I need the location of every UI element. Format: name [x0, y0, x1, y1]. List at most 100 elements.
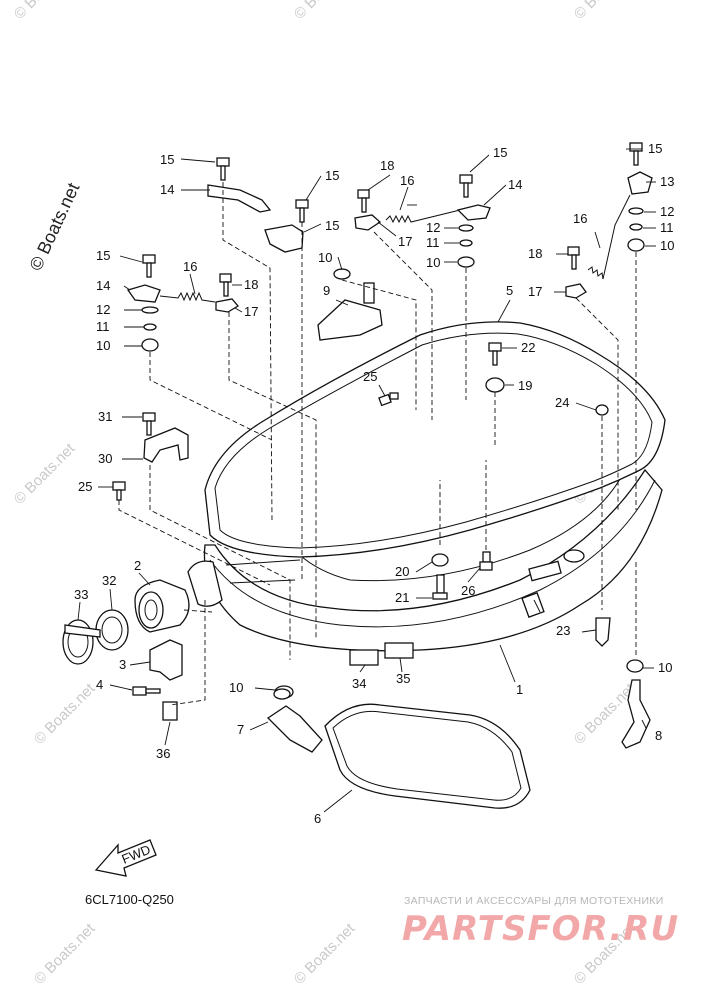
callout-35: 35 [396, 671, 410, 686]
callout-12-top: 12 [426, 220, 440, 235]
collar-11-left [143, 323, 157, 331]
callout-3: 3 [119, 657, 126, 672]
screw-4 [132, 686, 161, 696]
grommet-10-lower-right [626, 659, 644, 673]
callout-6: 6 [314, 811, 321, 826]
collar-11-right [629, 223, 643, 231]
bolt-15-top [459, 174, 473, 198]
callout-36: 36 [156, 746, 170, 761]
diagram-code: 6CL7100-Q250 [85, 892, 174, 907]
callout-13: 13 [660, 174, 674, 189]
bracket-14-top [456, 204, 491, 221]
callout-17-left: 17 [244, 304, 258, 319]
lever-8 [621, 679, 651, 749]
bracket-26 [207, 184, 272, 213]
callout-11-top: 11 [426, 235, 440, 250]
watermark: © Boats.net [571, 0, 639, 23]
callout-12-left: 12 [96, 302, 110, 317]
watermark: © Boats.net [291, 0, 359, 23]
callout-15-right: 15 [648, 141, 662, 156]
bracket-30 [143, 427, 189, 463]
callout-25-lower: 26 [461, 583, 475, 598]
bracket-17-top [354, 214, 382, 231]
callout-10-left: 10 [96, 338, 110, 353]
callout-14-left: 14 [96, 278, 110, 293]
callout-10-center: 10 [318, 250, 332, 265]
watermark: © Boats.net [11, 0, 79, 23]
grommet-10-center [333, 268, 351, 280]
grommet-19-upper [485, 377, 505, 393]
bracket-14-left [126, 284, 161, 303]
callout-33: 33 [74, 587, 88, 602]
fitting-25-lower [479, 551, 493, 571]
watermark: © Boats.net [31, 920, 99, 988]
spring-16-left [159, 291, 216, 303]
bolt-27 [216, 157, 230, 181]
bolt-15-right [629, 142, 643, 166]
spring-16-top [385, 209, 461, 224]
bracket-28 [264, 224, 304, 253]
callout-31: 31 [98, 409, 112, 424]
callout-11-left: 11 [96, 319, 110, 334]
callout-17-right: 17 [528, 284, 542, 299]
bolt-15-left [142, 254, 156, 278]
callout-15-top: 15 [493, 145, 507, 160]
callout-20: 21 [395, 590, 409, 605]
grommet-10-right [627, 238, 645, 252]
callout-19-lower: 20 [395, 564, 409, 579]
washer-12-left [141, 306, 159, 314]
callout-10-top: 10 [426, 255, 440, 270]
callout-16-top: 16 [400, 173, 414, 188]
callout-9: 9 [323, 283, 330, 298]
callout-22: 23 [556, 623, 570, 638]
cap-22 [595, 617, 611, 647]
label-36 [162, 701, 178, 721]
bolt-31 [142, 412, 156, 436]
callout-34: 34 [352, 676, 366, 691]
brand-logo: PARTSFOR.RU [402, 909, 679, 949]
callout-25-upper: 25 [363, 369, 377, 384]
washer-12-right [628, 207, 644, 215]
grommet-10-top [457, 256, 475, 268]
bolt-18-right [567, 246, 580, 270]
grommet-10-left [141, 338, 159, 352]
callout-5: 5 [506, 283, 513, 298]
bolt-29 [295, 199, 309, 223]
grommet-19-lower [431, 553, 449, 567]
callout-26: 14 [160, 182, 174, 197]
watermark-main: © Boats.net [25, 180, 83, 274]
callout-24: 25 [78, 479, 92, 494]
callout-29: 15 [325, 168, 339, 183]
callout-30: 30 [98, 451, 112, 466]
callout-21: 22 [521, 340, 535, 355]
callout-10-lower-left: 10 [229, 680, 243, 695]
fitting-25-upper [378, 392, 399, 407]
callout-1: 1 [516, 682, 523, 697]
plate-3 [149, 639, 183, 681]
watermark: © Boats.net [31, 680, 99, 748]
fwd-arrow: FWD [94, 839, 157, 877]
callout-14-top: 14 [508, 177, 522, 192]
washer-12-top [458, 224, 474, 232]
callout-18-right: 18 [528, 246, 542, 261]
callout-10-lower-right: 10 [658, 660, 672, 675]
bolt-20 [432, 574, 448, 600]
promo-text: ЗАПЧАСТИ И АКСЕССУАРЫ ДЛЯ МОТОТЕХНИКИ [404, 895, 664, 907]
callout-17-top: 17 [398, 234, 412, 249]
watermark: © Boats.net [11, 440, 79, 508]
bolt-21 [488, 342, 502, 366]
callout-16-right: 16 [573, 211, 587, 226]
clamp-32 [95, 609, 129, 651]
lower-gasket [324, 703, 531, 809]
bolt-18-left [219, 273, 232, 297]
grommet-2 [134, 579, 190, 633]
collar-11-top [459, 239, 473, 247]
bracket-17-right [565, 283, 587, 299]
callout-10-right: 10 [660, 238, 674, 253]
callout-11-right: 11 [660, 220, 674, 235]
bolt-24 [112, 481, 126, 501]
callout-27: 15 [160, 152, 174, 167]
callout-15-left: 15 [96, 248, 110, 263]
